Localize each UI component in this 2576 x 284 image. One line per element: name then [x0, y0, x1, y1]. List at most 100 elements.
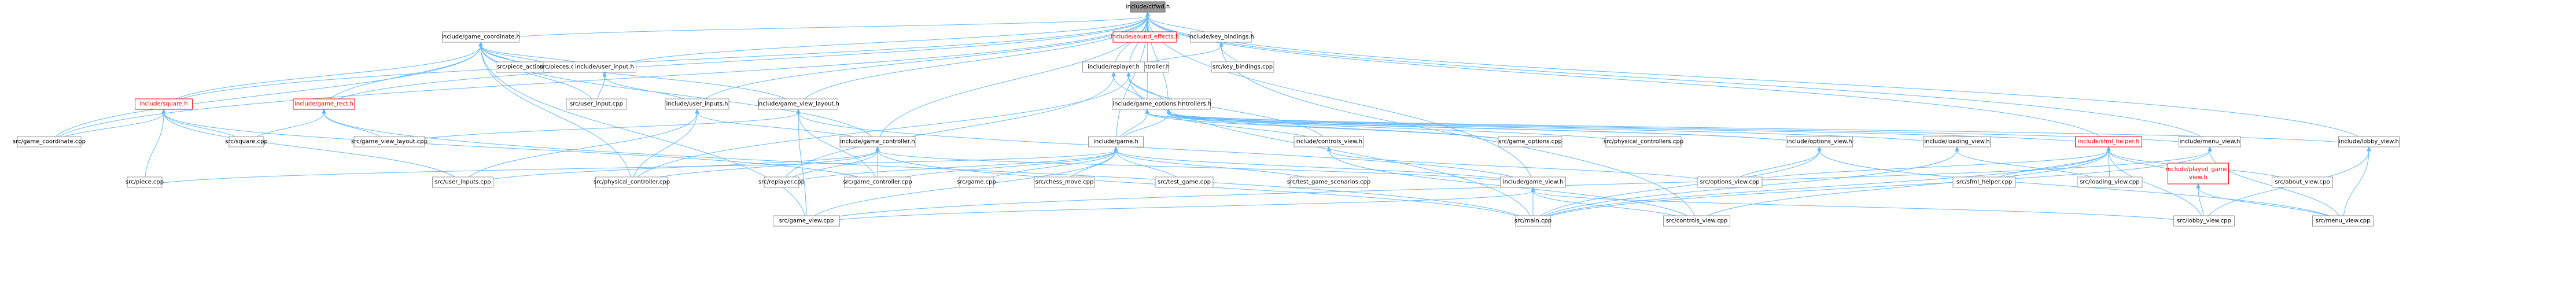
node-menu-view-cpp[interactable]: src/menu_view.cpp	[2312, 215, 2374, 227]
node-lobby-view-cpp[interactable]: src/lobby_view.cpp	[2173, 215, 2235, 227]
node-box	[1605, 136, 1682, 147]
node-label: src/game_view_layout.cpp	[351, 139, 428, 145]
node-label: src/pieces.cpp	[540, 64, 581, 71]
node-game-cpp[interactable]: src/game.cpp	[957, 176, 996, 188]
node-about-view-cpp[interactable]: src/about_view.cpp	[2272, 176, 2333, 188]
node-pieces[interactable]: src/pieces.cpp	[540, 61, 581, 73]
node-key-bind-h[interactable]: include/key_bindings.h	[1188, 31, 1254, 43]
node-label: include/game_controller.h	[840, 139, 915, 145]
node-piece-cpp[interactable]: src/piece.cpp	[126, 176, 164, 188]
edge-options_view_h-to-main_cpp	[1532, 150, 1820, 227]
node-game-coord[interactable]: include/game_coordinate.h	[441, 31, 520, 43]
node-box	[1786, 136, 1853, 147]
node-loading-view-h[interactable]: include/loading_view.h	[1923, 136, 1991, 147]
node-game-view-cpp[interactable]: src/game_view.cpp	[773, 215, 840, 227]
node-sound[interactable]: include/sound_effects.h	[1111, 31, 1179, 43]
arrowhead-replayer_h-to-game_opts_h	[1111, 71, 1116, 77]
node-box	[2312, 215, 2374, 227]
node-box	[2179, 136, 2241, 147]
node-label: src/menu_view.cpp	[2315, 218, 2370, 224]
node-replayer-cpp[interactable]: src/replayer.cpp	[758, 176, 805, 188]
edge-lobby_view_h-to-menu_view_cpp	[2342, 150, 2369, 227]
node-label: src/game_coordinate.cpp	[13, 139, 86, 145]
node-square-cpp[interactable]: src/square.cpp	[225, 136, 268, 147]
edge-loading_view_h-to-main_cpp	[1532, 150, 1958, 227]
node-chess-move-cpp[interactable]: src/chess_move.cpp	[1034, 176, 1095, 188]
node-box	[1190, 31, 1252, 43]
node-box	[135, 98, 193, 110]
node-loading-view-cpp[interactable]: src/loading_view.cpp	[2077, 176, 2143, 188]
node-label: include/game.h	[1093, 139, 1138, 145]
node-box	[2077, 176, 2143, 188]
arrowhead-sfml_helper_h-to-controls_view_cpp	[2106, 146, 2111, 152]
node-label: src/main.cpp	[1514, 218, 1552, 224]
edge-game_ctrl_h-to-game_view_h	[877, 150, 1534, 188]
node-replayer-h[interactable]: include/replayer.h	[1082, 61, 1145, 73]
node-box	[758, 98, 838, 110]
node-controls-view-cpp[interactable]: src/controls_view.cpp	[1663, 215, 1730, 227]
node-phys-ctrls-cpp[interactable]: src/physical_controllers.cpp	[1604, 136, 1683, 147]
node-box	[353, 136, 425, 147]
node-user-inputs-cpp[interactable]: src/user_inputs.cpp	[432, 176, 493, 188]
edge-gvl_h-to-game_ctrl_cpp	[798, 112, 878, 188]
node-label: src/test_game_scenarios.cpp	[1287, 179, 1370, 186]
node-game-view-h[interactable]: include/game_view.h	[1500, 176, 1566, 188]
node-menu-view-h[interactable]: include/menu_view.h	[2179, 136, 2241, 147]
node-played-gv-h[interactable]: include/played_game_view.h	[2166, 163, 2231, 185]
node-square-h[interactable]: include/square.h	[135, 98, 193, 110]
node-user-input-h[interactable]: include/user_input.h	[573, 61, 636, 73]
node-label: include/loading_view.h	[1924, 139, 1989, 145]
node-options-view-cpp[interactable]: src/options_view.cpp	[1697, 176, 1763, 188]
edge-gvl_h-to-gvl_cpp	[389, 112, 799, 147]
node-user-inputs-h[interactable]: include/user_inputs.h	[665, 98, 729, 110]
node-box	[1155, 176, 1214, 188]
node-label: include/ctfwd.h	[1126, 4, 1170, 10]
node-game-rect-h[interactable]: include/game_rect.h	[293, 98, 355, 110]
node-options-view-h[interactable]: include/options_view.h	[1786, 136, 1853, 147]
node-ctfwd[interactable]: include/ctfwd.h	[1126, 1, 1170, 13]
node-label: view.h	[2189, 175, 2208, 181]
node-user-input-cpp[interactable]: src/user_input.cpp	[566, 98, 627, 110]
node-game-opts-h[interactable]: include/game_options.h	[1112, 98, 1182, 110]
node-label: src/replayer.cpp	[758, 179, 805, 186]
node-box	[2272, 176, 2333, 188]
node-label: src/options_view.cpp	[1700, 179, 1759, 186]
node-gc-cpp[interactable]: src/game_coordinate.cpp	[13, 136, 86, 147]
node-sfml-helper-cpp[interactable]: src/sfml_helper.cpp	[1952, 176, 2016, 188]
edge-square_h-to-piece_cpp	[144, 112, 164, 188]
arrowhead-lobby_view_h-to-menu_view_cpp	[2367, 146, 2371, 152]
node-key-bind-cpp[interactable]: src/key_bindings.cpp	[1211, 61, 1274, 73]
node-label: include/user_input.h	[575, 64, 634, 71]
arrowhead-ctfwd-to-gc_cpp	[1145, 11, 1150, 17]
arrowhead-game_h-to-piece_cpp	[1114, 146, 1118, 152]
node-label: include/sfml_helper.h	[2078, 139, 2139, 145]
node-main-cpp[interactable]: src/main.cpp	[1514, 215, 1552, 227]
node-box	[1034, 176, 1095, 188]
edge-game_coord-to-game_view_cpp	[480, 45, 807, 227]
node-game-options-cpp[interactable]: src/game_options.cpp	[1498, 136, 1562, 147]
node-game-h[interactable]: include/game.h	[1088, 136, 1144, 147]
arrowhead-game_rect_h-to-main_cpp	[322, 108, 326, 114]
node-controls-view-h[interactable]: include/controls_view.h	[1293, 136, 1364, 147]
node-sfml-helper-h[interactable]: include/sfml_helper.h	[2075, 136, 2142, 147]
node-lobby-view-h[interactable]: include/lobby_view.h	[2338, 136, 2400, 147]
node-game-ctrl-h[interactable]: include/game_controller.h	[839, 136, 916, 147]
node-gvl-h[interactable]: include/game_view_layout.h	[757, 98, 839, 110]
edge-square_h-to-user_inputs_cpp	[163, 112, 463, 188]
edge-game_opts_h-to-sfml_helper_h	[1147, 112, 2109, 147]
node-label: include/sound_effects.h	[1111, 34, 1179, 40]
node-gvl-cpp[interactable]: src/game_view_layout.cpp	[351, 136, 428, 147]
node-game-ctrl-cpp[interactable]: src/game_controller.cpp	[843, 176, 912, 188]
edge-game_ctrl_h-to-user_inputs_cpp	[462, 150, 878, 188]
node-label: src/chess_move.cpp	[1035, 179, 1094, 186]
node-box	[959, 176, 994, 188]
edge-ctfwd-to-phys_ctrls_h	[1147, 15, 1169, 110]
edge-game_h-to-piece_cpp	[144, 150, 1116, 188]
node-test-scen-cpp[interactable]: src/test_game_scenarios.cpp	[1287, 176, 1370, 188]
node-label: src/key_bindings.cpp	[1213, 64, 1273, 71]
edge-ctfwd-to-game_view_h	[1147, 15, 1534, 188]
edge-phys_ctrls_h-to-phys_ctrls_cpp	[1168, 112, 1644, 147]
edge-phys_ctrls_h-to-options_view_h	[1168, 112, 1820, 147]
node-test-game-cpp[interactable]: src/test_game.cpp	[1155, 176, 1214, 188]
node-phys-ctrl-cpp[interactable]: src/physical_controller.cpp	[594, 176, 670, 188]
